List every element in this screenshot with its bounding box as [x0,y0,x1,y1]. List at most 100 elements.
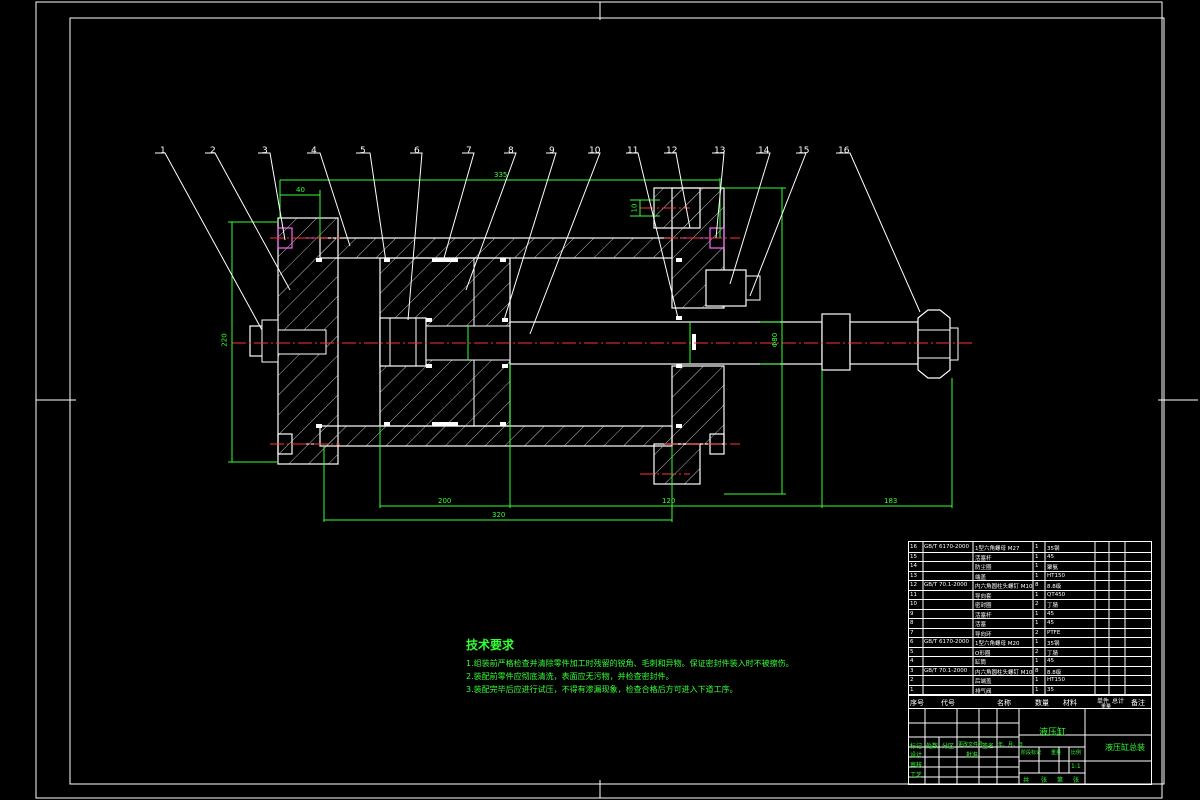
bom-cell-name: 密封圈 [975,603,992,609]
bom-cell-code: GB/T 70.1-2000 [924,582,968,588]
bom-cell-mat: 45 [1047,658,1054,664]
bom-cell-no: 4 [910,658,914,664]
bom-cell-no: 1 [910,686,914,693]
dim-bottom-2: 120 [662,497,676,505]
bom-header-code: 代号 [941,699,955,707]
bom-cell-no: 11 [910,591,917,598]
bom-cell-name: 内六角圆柱头螺钉 M10×30 [975,584,1033,590]
bom-header-no: 序号 [910,699,924,707]
process-label: 工艺 [910,772,923,779]
bom-cell-no: 13 [910,572,917,579]
review-label: 审核 [910,762,923,769]
bom-cell-mat: 35钢 [1047,641,1060,647]
weight-label: 重量 [1051,750,1062,756]
port-fitting [705,269,747,307]
bom-cell-no: 10 [910,601,917,607]
bom-header-unit: 单件 [1097,698,1110,705]
bom-cell-mat: 丁腈 [1047,650,1059,657]
bom-cell-name: 导向环 [975,631,992,638]
balloon-16: 16 [838,146,850,156]
bom-cell-no: 8 [910,620,914,626]
bom-cell-name: 端盖 [975,574,987,581]
dim-bottom-total: 320 [492,511,506,519]
balloon-5: 5 [360,146,366,156]
bom-cell-no: 16 [910,544,917,550]
bom-cell-mat: 8.8级 [1047,584,1062,590]
dim-bottom-1: 200 [438,497,452,505]
tech-requirement-3: 3.装配完毕后应进行试压，不得有渗漏现象，检查合格后方可进入下道工序。 [466,685,738,694]
scale-label: 比例 [1071,750,1082,756]
sign-label-mark: 标记 [910,743,923,750]
part-name: 液压缸总装 [1105,743,1145,752]
front-flange-top [653,187,701,229]
bom-cell-qty: 1 [1035,639,1039,645]
dim-top-overall: 335 [494,171,508,179]
bom-cell-name: 导向套 [975,593,992,600]
bom-cell-mat: 8.8级 [1047,669,1062,676]
approve-label: 批准 [966,752,979,759]
sign-label-file: 更改文件号 [958,742,984,748]
sheet-no: 第 [1057,777,1064,784]
seals [316,258,696,428]
bom-cell-qty: 1 [1035,658,1039,664]
bom-cell-name: 1型六角螺母 M27 [975,546,1020,552]
bom-cell-qty: 8 [1035,582,1039,588]
scale-value: 1:1 [1071,763,1081,770]
bom-cell-mat: HT150 [1047,677,1065,683]
balloon-15: 15 [798,146,810,156]
rod-collar [821,313,851,371]
dim-bottom-right: 183 [884,497,898,505]
bom-cell-no: 2 [910,677,914,683]
bom-cell-mat: QT450 [1047,591,1066,598]
leader-lines [155,152,921,335]
bom-header: 序号 代号 名称 数量 材料 单件 总计 重量 备注 [909,695,1151,710]
bom-cell-mat: 聚氨 [1047,565,1059,571]
tech-requirement-1: 1.组装前严格检查并清除零件加工时残留的锐角、毛刺和异物。保证密封件装入时不被擦… [466,659,794,668]
stage-label: 阶段标记 [1021,750,1042,756]
bom-header-name: 名称 [997,699,1011,707]
front-cap-bottom [671,365,725,445]
bom-cell-qty: 1 [1035,686,1039,693]
piston-nut [379,317,427,367]
balloon-9: 9 [549,146,555,156]
bom-cell-qty: 1 [1035,677,1039,683]
dim-top-left: 40 [296,186,305,194]
balloon-3: 3 [262,146,268,156]
design-label: 设计 [910,752,923,759]
bom-header-total: 总计 [1112,698,1125,705]
balloon-11: 11 [627,146,639,156]
sign-label-sign: 签名 [982,743,995,750]
bom-cell-no: 12 [910,582,917,588]
bom-cell-name: 排气阀 [975,688,992,695]
dimension-lines [228,178,953,522]
balloon-7: 7 [466,146,472,156]
balloon-13: 13 [714,146,726,156]
bom-header-weight: 重量 [1101,704,1112,710]
balloon-14: 14 [758,146,770,156]
sheet-no-unit: 张 [1073,777,1080,784]
drawing-title: 液压缸 [1039,728,1067,738]
bom-cell-name: 1型六角螺母 M20 [975,641,1020,647]
rod-end-nut [917,309,951,379]
bom-cell-name: 活塞杆 [975,555,992,562]
bom-cell-qty: 8 [1035,667,1039,674]
bom-header-remark: 备注 [1131,699,1145,707]
balloon-4: 4 [311,146,317,156]
bom-cell-qty: 1 [1035,553,1039,560]
balloon-8: 8 [508,146,514,156]
